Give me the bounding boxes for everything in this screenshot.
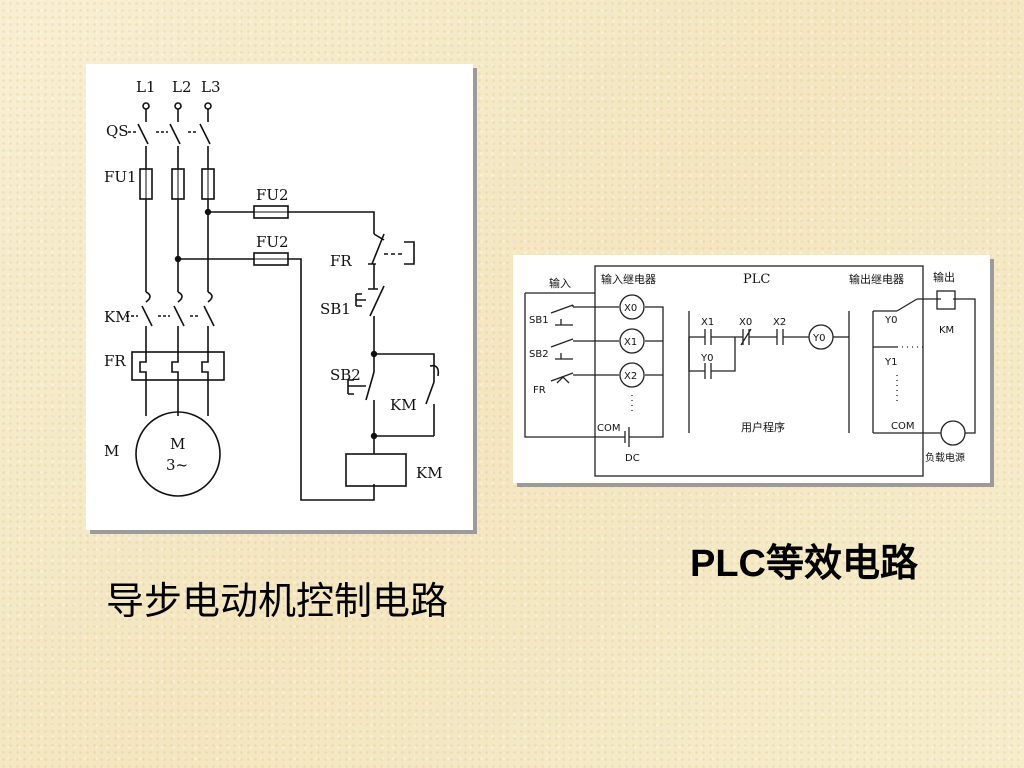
label-l2: L2 [172,78,192,96]
input-sb1: SB1 [529,315,549,326]
out-com: COM [891,421,914,432]
label-m: M [104,442,119,460]
relay-x1: X1 [624,337,637,348]
label-fu1: FU1 [104,168,137,186]
relay-x2: X2 [624,371,637,382]
rung-x0: X0 [739,317,752,328]
out-y1: Y1 [884,357,897,368]
load-power: 负载电源 [925,451,965,464]
sb2-contact [550,338,574,360]
input-relay-x2 [619,362,645,388]
relay-x0: X0 [624,303,637,314]
label-fu2-bottom: FU2 [256,233,289,251]
header-output-relay: 输出继电器 [849,272,904,286]
label-km-left: KM [104,308,131,326]
km-main-contacts [145,291,213,303]
rung-x2: X2 [773,317,786,328]
rung-y0: Y0 [700,353,713,364]
dc-source [595,385,664,447]
motor-control-diagram: L1 L2 L3 QS FU1 FU2 FU2 FR [86,64,473,530]
ladder-rung-1 [689,328,809,346]
rung-x1: X1 [701,317,714,328]
label-qs: QS [106,122,129,140]
rung-y0-coil: Y0 [812,333,825,344]
label-sb1: SB1 [320,300,351,318]
load-power-source [940,420,966,446]
sb1-button [368,279,385,354]
output-km-coil [936,290,956,310]
terminal-l2 [174,102,182,110]
input-relay-x1 [619,328,645,354]
label-l3: L3 [201,78,221,96]
terminal-l3 [204,102,212,110]
plc-frame [594,265,924,477]
plc-equivalent-diagram: 输入 输入继电器 PLC 输出继电器 输出 SB1 SB2 FR COM DC … [513,255,990,483]
input-fr: FR [533,385,546,396]
header-input: 输入 [549,276,571,290]
input-sb2: SB2 [529,349,549,360]
header-input-relay: 输入继电器 [601,272,656,286]
header-plc: PLC [743,272,770,287]
input-dc: DC [625,453,640,464]
label-km-contact: KM [390,396,417,414]
label-l1: L1 [136,78,156,96]
fr-contact [368,233,385,279]
out-km: KM [939,325,954,336]
motor-circuit-caption: 导步电动机控制电路 [106,579,449,623]
out-y0: Y0 [884,315,897,326]
ladder-seal-in [688,337,736,379]
km-aux-contact [374,372,435,437]
km-coil [345,453,407,487]
label-sb2: SB2 [330,366,361,384]
label-km-coil: KM [416,464,443,482]
label-fr-left: FR [104,352,126,370]
motor-phase: 3~ [166,456,188,474]
motor-m: M [170,435,185,453]
sb1-contact [550,304,574,326]
input-relay-x0 [619,294,645,320]
input-com: COM [597,423,620,434]
terminal-l1 [142,102,150,110]
header-output: 输出 [933,270,955,284]
label-fr-right: FR [330,252,352,270]
qs-switch [137,123,211,145]
sb2-button [365,371,375,436]
plc-circuit-caption: PLC等效电路 [690,543,919,585]
user-program: 用户程序 [741,420,785,434]
motor [135,411,221,497]
fr-contact-plc [550,372,574,384]
label-fu2-top: FU2 [256,186,289,204]
